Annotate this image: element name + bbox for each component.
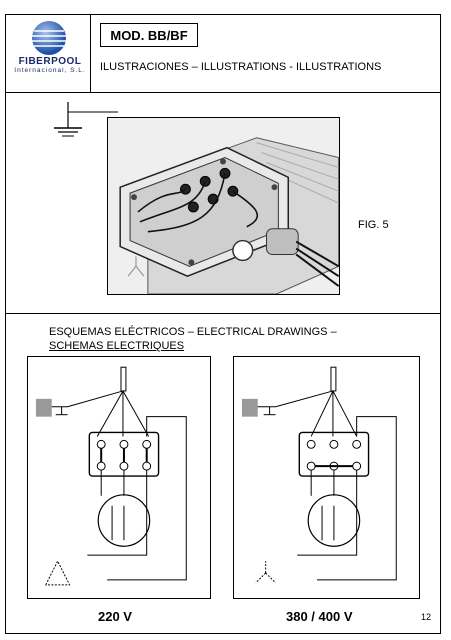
brand-subtitle: Internacional, S.L. <box>14 67 86 74</box>
right-voltage-label: 380 / 400 V <box>286 609 353 624</box>
section-divider <box>5 313 441 314</box>
model-label: MOD. BB/BF <box>100 23 198 47</box>
figure-label: FIG. 5 <box>358 219 389 231</box>
brand-name: FIBERPOOL <box>18 56 82 67</box>
junction-box-illustration <box>107 117 340 295</box>
wiring-diagram-380-400v <box>233 356 420 599</box>
header-divider <box>5 92 441 93</box>
page-frame <box>5 14 441 634</box>
illustrations-title: ILUSTRACIONES – ILLUSTRATIONS - ILLUSTRA… <box>100 61 382 73</box>
left-voltage-label: 220 V <box>98 609 132 624</box>
page-number: 12 <box>421 612 432 622</box>
wiring-diagram-220v <box>27 356 211 599</box>
fiberpool-logo <box>32 21 66 55</box>
ground-symbol-icon <box>54 102 118 137</box>
schemas-title-line1: ESQUEMAS ELÉCTRICOS – ELECTRICAL DRAWING… <box>49 326 337 338</box>
schemas-title: ESQUEMAS ELÉCTRICOS – ELECTRICAL DRAWING… <box>49 325 389 353</box>
schemas-title-line2: SCHEMAS ELECTRIQUES <box>49 340 185 352</box>
header-vertical-divider <box>90 14 91 92</box>
